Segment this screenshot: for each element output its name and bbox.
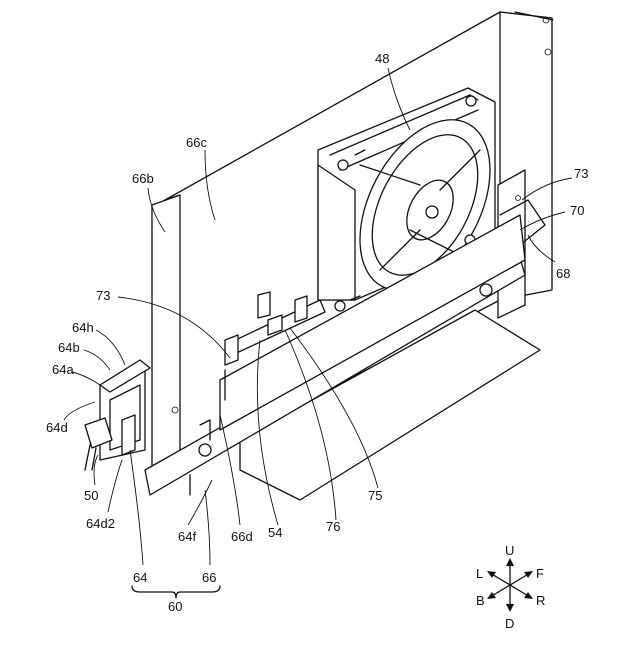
label-50: 50 (84, 488, 98, 503)
label-64f: 64f (178, 529, 196, 544)
label-60: 60 (168, 599, 182, 614)
label-64d: 64d (46, 420, 68, 435)
group-bracket (132, 586, 220, 598)
compass-down: D (505, 616, 514, 631)
compass-left: L (476, 566, 483, 581)
label-76: 76 (326, 519, 340, 534)
label-64d2: 64d2 (86, 516, 115, 531)
label-48: 48 (375, 51, 389, 66)
direction-compass: U D L F B R (476, 543, 545, 631)
label-54: 54 (268, 525, 282, 540)
label-66: 66 (202, 570, 216, 585)
label-64: 64 (133, 570, 147, 585)
compass-front: F (536, 566, 544, 581)
compass-up: U (505, 543, 514, 558)
label-73-right: 73 (574, 166, 588, 181)
label-68: 68 (556, 266, 570, 281)
label-64b: 64b (58, 340, 80, 355)
front-bracket (85, 360, 150, 470)
label-66b: 66b (132, 171, 154, 186)
label-70: 70 (570, 203, 584, 218)
label-64h: 64h (72, 320, 94, 335)
compass-right: R (536, 593, 545, 608)
label-64a: 64a (52, 362, 74, 377)
label-66d: 66d (231, 529, 253, 544)
label-73-left: 73 (96, 288, 110, 303)
label-75: 75 (368, 488, 382, 503)
label-66c: 66c (186, 135, 207, 150)
compass-back: B (476, 593, 485, 608)
left-side-plate (152, 195, 180, 478)
